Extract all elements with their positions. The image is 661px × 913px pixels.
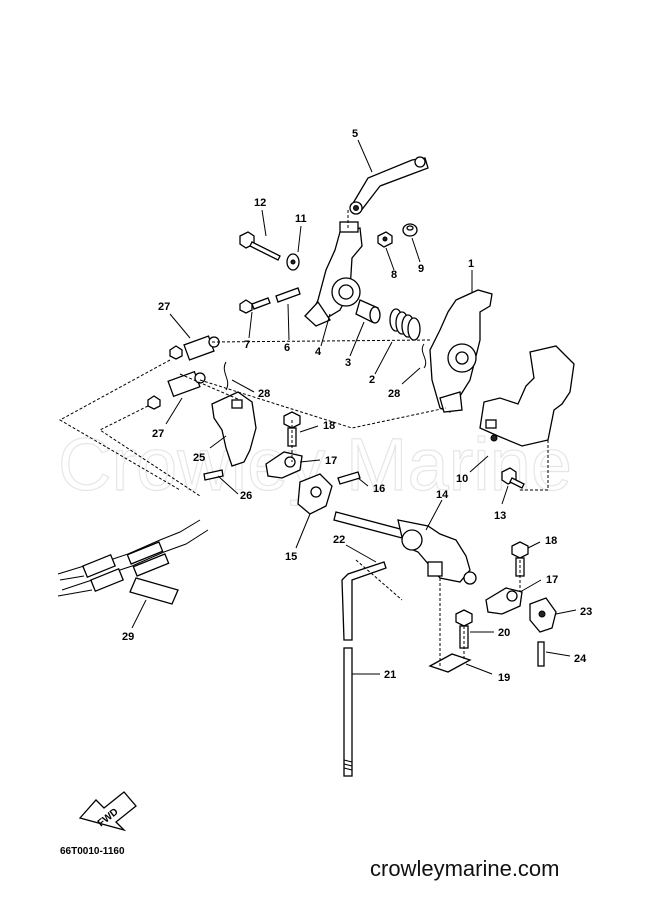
- part-19-plate: [428, 653, 472, 673]
- callout-3: 3: [345, 357, 351, 369]
- callout-17-upper: 17: [325, 455, 337, 467]
- part-15-connector: [297, 473, 333, 515]
- diagram-code: 66T0010-1160: [60, 846, 125, 857]
- part-17-lever-lower: [485, 587, 523, 615]
- control-cables: [57, 359, 209, 597]
- callout-12: 12: [254, 197, 266, 209]
- callout-1: 1: [468, 258, 474, 270]
- part-29-plate: [129, 577, 179, 605]
- part-24-pin: [537, 641, 545, 667]
- part-5-link: [349, 156, 429, 215]
- part-27-joint-upper: [169, 335, 220, 361]
- part-14-shaft: [333, 511, 477, 585]
- part-27-joint-lower: [147, 370, 206, 410]
- callout-14: 14: [436, 489, 449, 501]
- callout-29: 29: [122, 631, 134, 643]
- leader-lines: [131, 139, 577, 675]
- part-1-lever: [429, 289, 493, 413]
- part-3-sleeve: [355, 299, 381, 324]
- callout-4: 4: [315, 346, 322, 358]
- callout-15: 15: [285, 551, 297, 563]
- part-17-lever-upper: [265, 451, 303, 479]
- callout-23: 23: [580, 606, 592, 618]
- part-11-washer: [286, 253, 300, 271]
- part-9-collar: [402, 223, 418, 237]
- callout-6: 6: [284, 342, 290, 354]
- callout-5: 5: [352, 128, 358, 140]
- callout-labels: 1 2 3 4 5 6 7 8 9 10 11 12 13 14 15 16 1…: [122, 128, 592, 684]
- callout-9: 9: [418, 263, 424, 275]
- part-13-screw: [501, 467, 525, 489]
- callout-2: 2: [369, 374, 375, 386]
- part-12-bolt: [239, 231, 281, 261]
- callout-10: 10: [456, 473, 468, 485]
- part-10-bracket: [479, 345, 575, 447]
- part-28-clip-right: [421, 343, 427, 369]
- callout-28-right: 28: [388, 388, 400, 400]
- part-23-collar: [529, 597, 557, 633]
- part-7-screw: [239, 297, 271, 314]
- part-8-nut: [377, 231, 393, 248]
- callout-19: 19: [498, 672, 510, 684]
- fwd-arrow-icon: FWD: [78, 791, 137, 832]
- callout-17-lower: 17: [546, 574, 558, 586]
- callout-28-left: 28: [258, 388, 270, 400]
- part-22-rod: [341, 561, 387, 641]
- part-16-pin: [337, 471, 361, 485]
- callout-25: 25: [193, 452, 205, 464]
- site-url[interactable]: crowleymarine.com: [370, 856, 560, 881]
- callout-18-lower: 18: [545, 535, 557, 547]
- callout-7: 7: [244, 339, 250, 351]
- callout-13: 13: [494, 510, 506, 522]
- callout-22: 22: [333, 534, 345, 546]
- callout-27-lower: 27: [152, 428, 164, 440]
- callout-20: 20: [498, 627, 510, 639]
- callout-27-upper: 27: [158, 301, 170, 313]
- callout-16: 16: [373, 483, 385, 495]
- part-25-holder: [211, 391, 257, 467]
- part-26-pin: [203, 469, 224, 481]
- callout-26: 26: [240, 490, 252, 502]
- callout-8: 8: [391, 269, 397, 281]
- callout-24: 24: [574, 653, 587, 665]
- part-2-spring: [389, 308, 421, 341]
- callout-11: 11: [295, 213, 307, 225]
- callout-18-upper: 18: [323, 420, 335, 432]
- part-28-clip-left: [223, 361, 229, 391]
- part-21-rod: [343, 647, 353, 777]
- part-6-screw: [275, 287, 301, 303]
- callout-21: 21: [384, 669, 396, 681]
- part-4-cam: [304, 221, 363, 327]
